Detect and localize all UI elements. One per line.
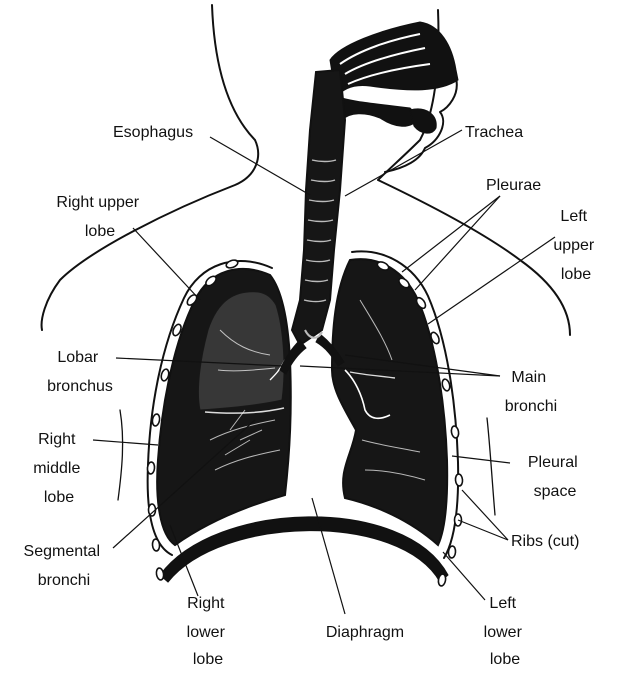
label-pleurae: Pleurae bbox=[486, 177, 541, 194]
label-right-lower-lobe: Right lower lobe bbox=[187, 595, 230, 668]
label-right-middle-lobe: Right middle lobe bbox=[33, 431, 85, 506]
label-ribs-cut: Ribs (cut) bbox=[511, 533, 579, 550]
label-left-lower-lobe: Left lower lobe bbox=[484, 595, 527, 668]
label-left-upper-lobe: Left upper lobe bbox=[553, 208, 598, 283]
label-trachea: Trachea bbox=[465, 124, 523, 141]
label-lobar-bronchus: Lobar bronchus bbox=[47, 349, 113, 395]
label-segmental-bronchi: Segmental bronchi bbox=[24, 543, 105, 589]
label-pleural-space: Pleural space bbox=[528, 454, 582, 500]
label-main-bronchi: Main bronchi bbox=[505, 369, 557, 415]
nasal-cavity bbox=[330, 22, 458, 172]
right-lung bbox=[157, 269, 291, 545]
label-esophagus: Esophagus bbox=[113, 124, 193, 141]
label-diaphragm: Diaphragm bbox=[326, 624, 404, 641]
